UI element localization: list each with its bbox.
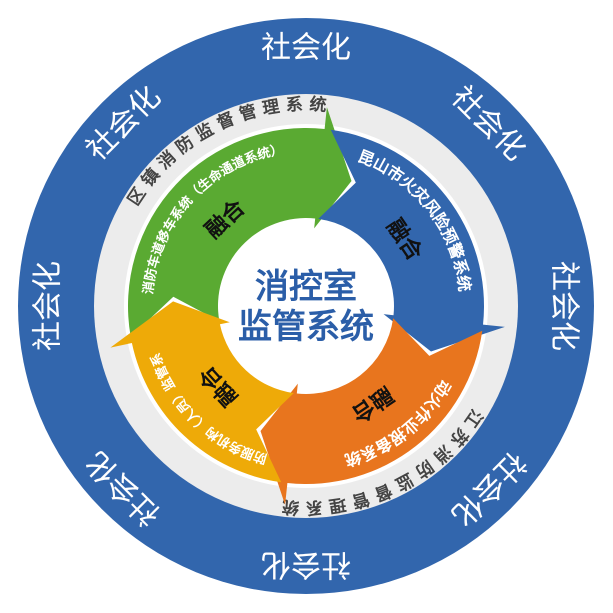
center-title-line2: 监管系统 bbox=[238, 307, 374, 347]
outer-label-social: 社会化 bbox=[31, 261, 66, 351]
outer-label-social: 社会化 bbox=[261, 31, 351, 66]
arrow-shape bbox=[128, 107, 352, 337]
outer-label-social: 社会化 bbox=[261, 547, 351, 582]
arrow-shape bbox=[110, 301, 294, 483]
center-title-line1: 消控室 bbox=[255, 267, 357, 307]
arrow-shape bbox=[318, 129, 505, 352]
outer-label-social: 社会化 bbox=[547, 261, 582, 351]
arrow-shape bbox=[260, 318, 483, 505]
